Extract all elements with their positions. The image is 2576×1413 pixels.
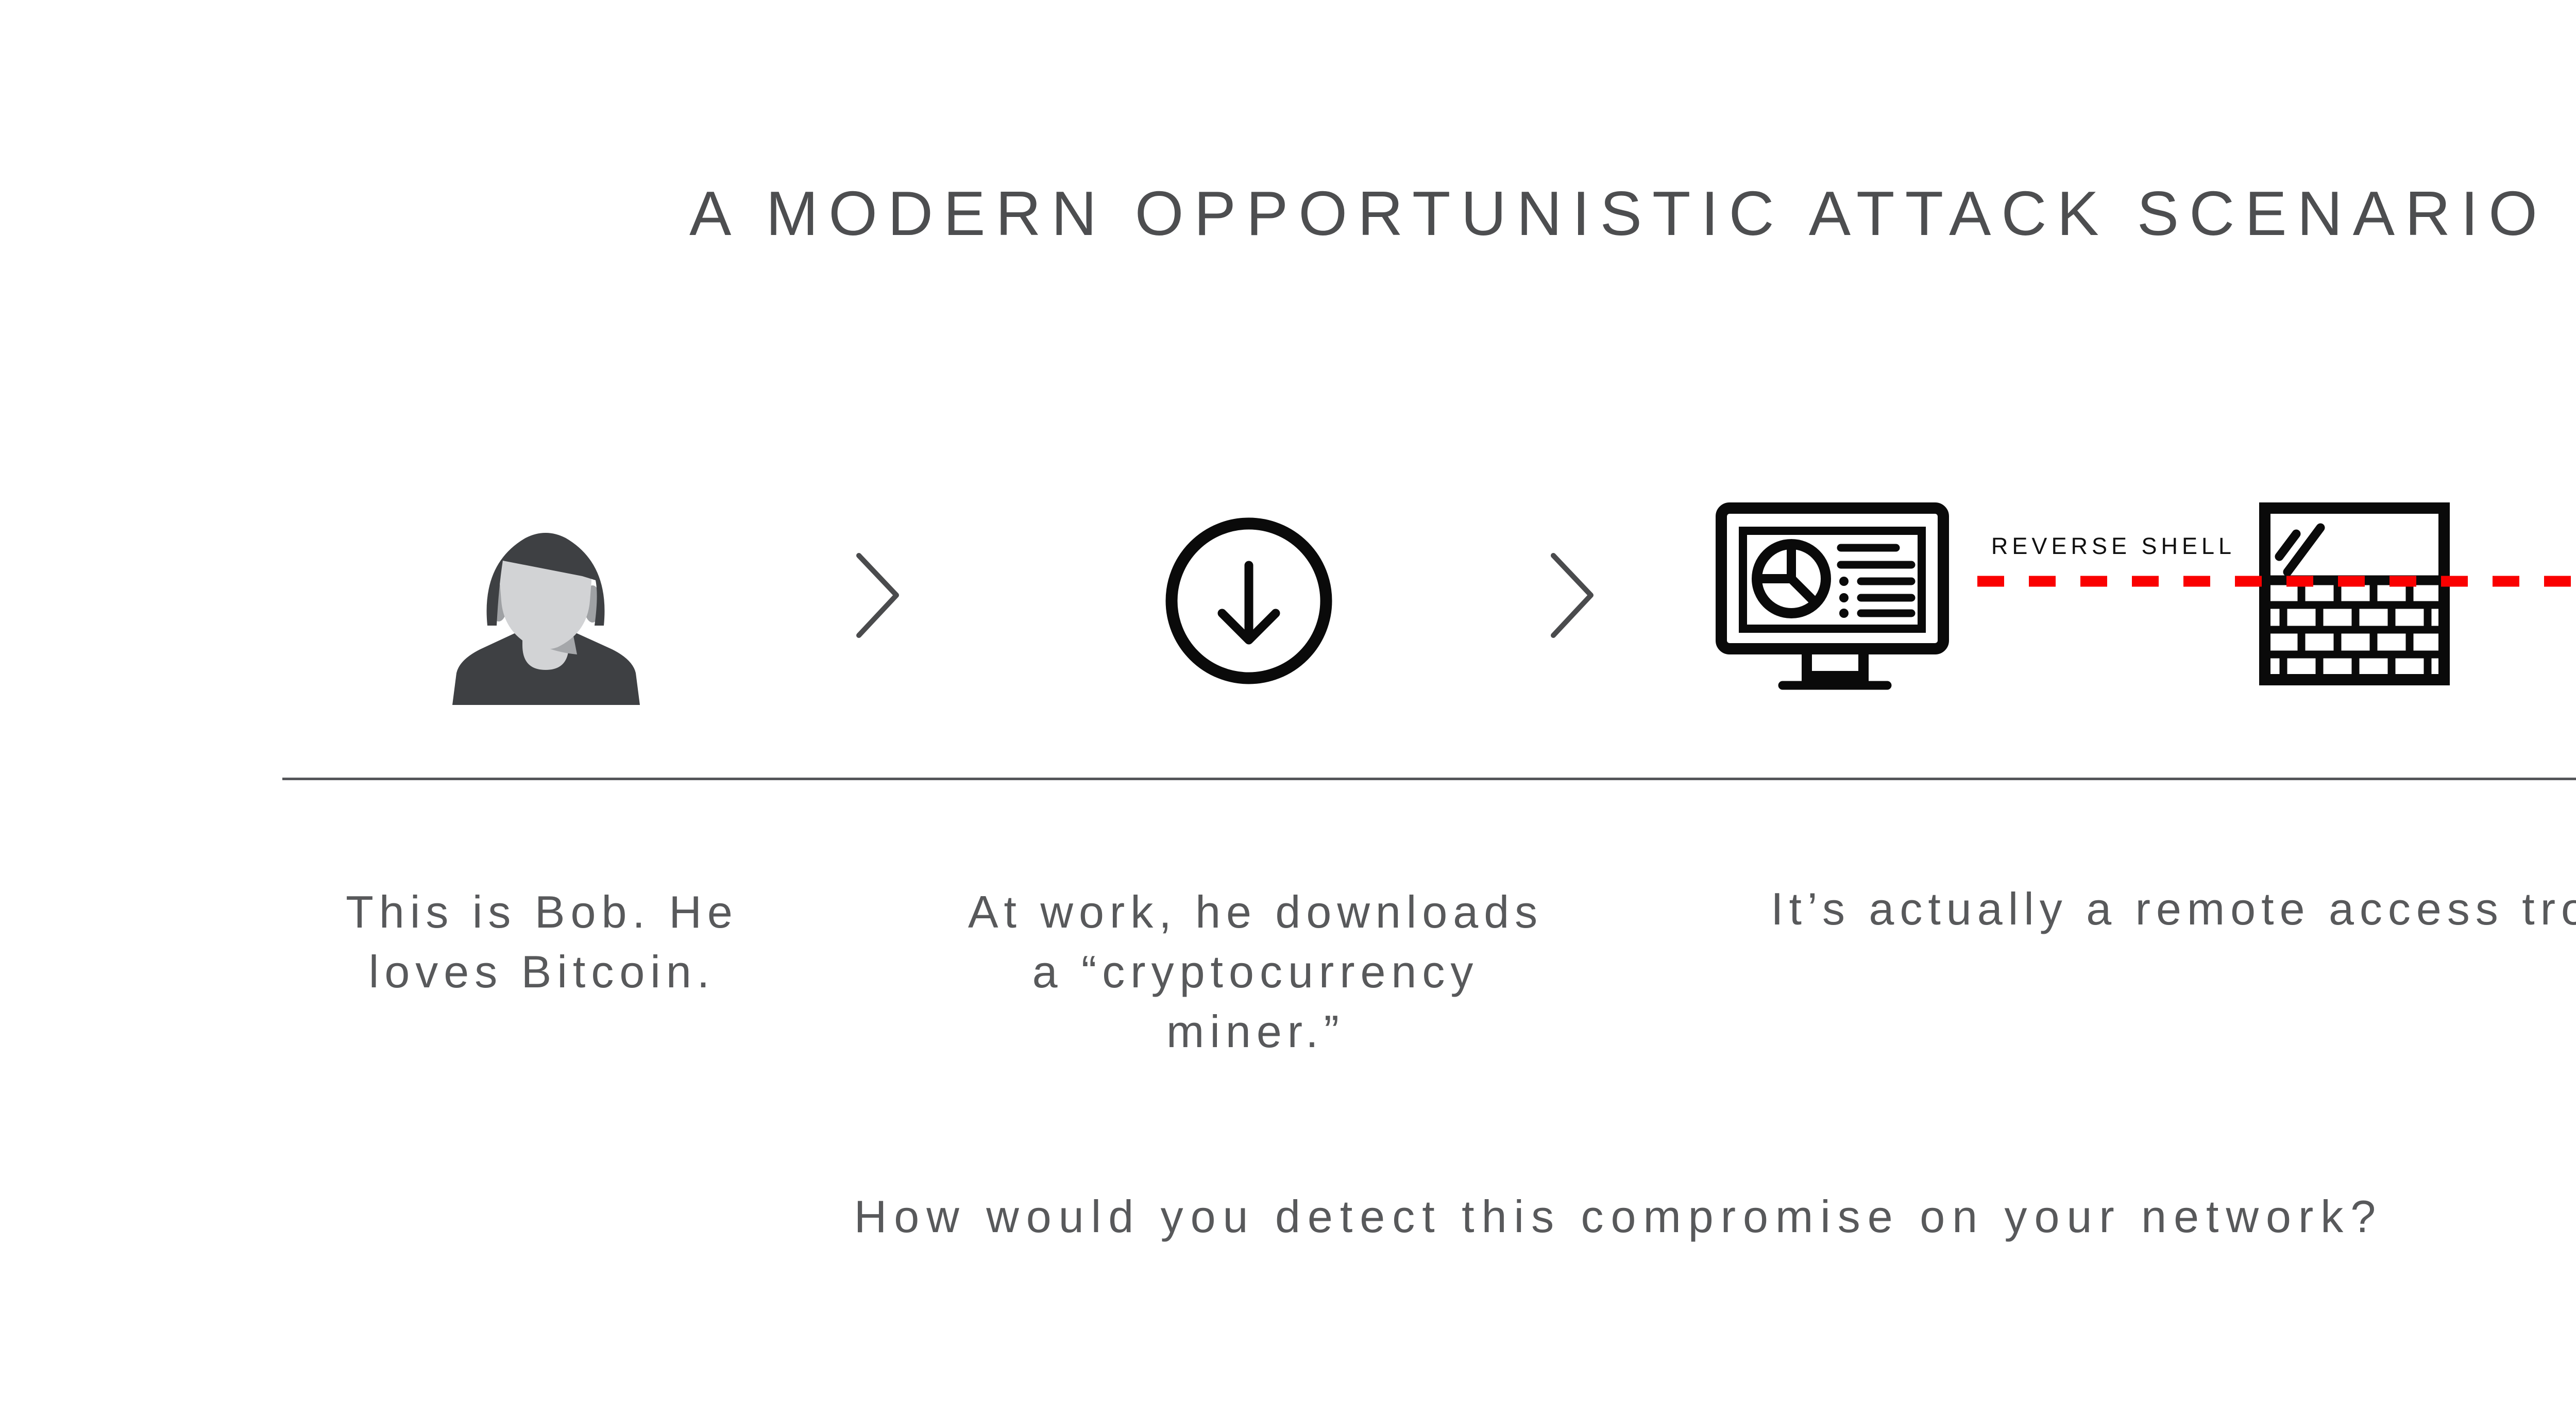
caption-download-line1: At work, he downloads (968, 886, 1544, 937)
divider-line (282, 778, 2576, 780)
avatar-hair (486, 533, 605, 626)
page-title: A MODERN OPPORTUNISTIC ATTACK SCENARIO (689, 178, 2548, 248)
firewall-slash-large (2283, 523, 2325, 577)
pie-chart-glyph (1752, 539, 1831, 618)
reverse-shell-label: REVERSE SHELL (1991, 533, 2236, 559)
chevron-right-icon-1 (856, 553, 899, 638)
bob-avatar-icon (452, 533, 640, 705)
caption-download-line3: miner.” (1166, 1006, 1345, 1057)
firewall-icon (2259, 502, 2450, 685)
caption-download: At work, he downloads a “cryptocurrency … (957, 882, 1554, 1062)
monitor-dashboard-icon (1716, 502, 1949, 690)
monitor-stand (1802, 644, 1869, 681)
caption-bob-line1: This is Bob. He (346, 886, 738, 937)
brick-joints (2279, 580, 2432, 680)
chevron-right-icon-2 (1551, 553, 1594, 638)
caption-bob-line2: loves Bitcoin. (368, 946, 716, 997)
reverse-shell-line (1977, 576, 2576, 587)
caption-rat-line1: It’s actually a remote access trojan. (1771, 883, 2576, 934)
question-text: How would you detect this compromise on … (854, 1191, 2383, 1242)
caption-rat: It’s actually a remote access trojan. (1714, 879, 2576, 939)
caption-download-line2: a “cryptocurrency (1032, 946, 1479, 997)
caption-bob: This is Bob. He loves Bitcoin. (295, 882, 789, 1002)
download-icon (1165, 517, 1332, 684)
firewall-slash-small (2275, 529, 2301, 561)
